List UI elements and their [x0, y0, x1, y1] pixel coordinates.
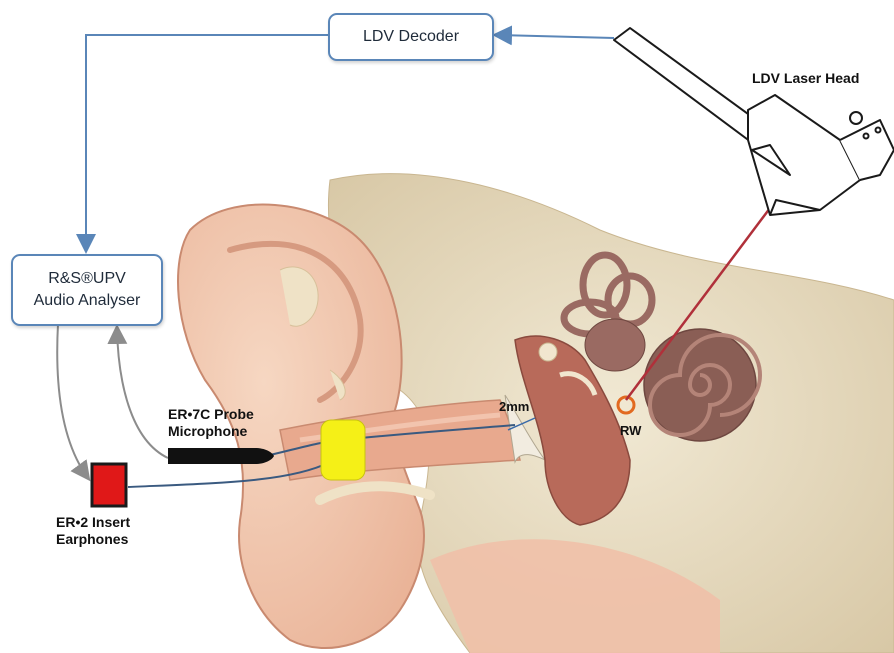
ldv-decoder-box: LDV Decoder	[328, 13, 494, 61]
laser-head-label: LDV Laser Head	[752, 70, 859, 87]
probe-microphone-label: ER•7C Probe Microphone	[168, 406, 254, 440]
distance-label: 2mm	[499, 398, 529, 415]
earplug-icon	[321, 420, 365, 480]
ldv-decoder-label: LDV Decoder	[363, 28, 459, 45]
audio-analyser-label-2: Audio Analyser	[13, 290, 161, 312]
probe-to-analyser-line	[117, 328, 168, 458]
earphone-icon	[92, 464, 126, 506]
laser-head-icon	[614, 28, 894, 215]
earphones-label-2: Earphones	[56, 531, 130, 548]
laser-to-decoder-line	[496, 35, 614, 38]
earphones-label-1: ER•2 Insert	[56, 514, 130, 531]
probe-microphone-icon	[168, 448, 274, 464]
probe-label-1: ER•7C Probe	[168, 406, 254, 423]
round-window-label: RW	[620, 422, 641, 439]
earphones-label: ER•2 Insert Earphones	[56, 514, 130, 548]
probe-label-2: Microphone	[168, 423, 254, 440]
analyser-to-earphones-line	[57, 324, 88, 478]
audio-analyser-box: R&S®UPV Audio Analyser	[11, 254, 163, 326]
audio-analyser-label-1: R&S®UPV	[13, 268, 161, 290]
